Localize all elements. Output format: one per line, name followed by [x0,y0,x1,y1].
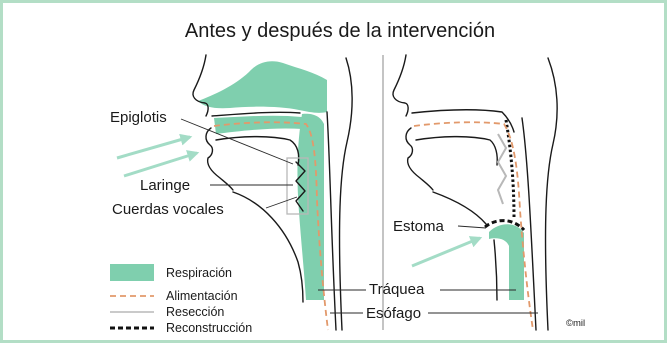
legend-label-feeding: Alimentación [166,289,238,303]
reconstruction-line [504,119,516,219]
head-back-line-after [544,57,558,331]
resection-zone [286,157,309,215]
neck-front-line [232,191,304,303]
airflow-arrow-stoma [411,236,483,268]
palate-line-after [411,109,515,133]
palate-line [211,111,301,117]
airflow-arrow-lower [123,150,200,178]
pharynx-back-line [326,111,337,331]
nasal-cavity-airway [198,61,327,113]
larynx-cartilage [295,161,306,212]
pharynx-back-line-after [521,117,537,331]
stoma-reconstruction [484,219,526,232]
legend: Respiración Alimentación Resección Recon… [110,264,252,335]
resection-line-after [496,133,508,205]
tongue-line-after [415,135,498,166]
food-path-after [413,121,534,331]
legend-label-breathing: Respiración [166,266,232,280]
esophagus-label: Esófago [366,305,421,322]
diagram-title: Antes y después de la intervención [185,20,495,42]
food-path-before [213,121,329,331]
pharynx-trachea-airway [297,113,324,300]
airflow-arrow-upper [116,133,193,160]
after-panel: Estoma ©mil [392,54,585,331]
oral-band-airway [214,115,303,134]
face-profile-line-after [392,54,409,117]
vocal-cords-pointer [265,196,298,209]
before-panel: Epiglotis Laringe Cuerdas vocales [110,54,366,331]
legend-label-resection: Resección [166,305,224,319]
jaw-profile-line-after [405,127,434,191]
tongue-line [215,135,300,166]
stoma-trachea-airway [489,224,524,300]
copyright-label: ©mil [566,318,585,329]
stoma-label: Estoma [393,218,445,235]
stoma-pointer [457,225,487,229]
epiglottis-label: Epiglotis [110,109,167,126]
vocal-cords-label: Cuerdas vocales [112,201,224,218]
jaw-profile-line [205,127,234,191]
stoma-wall-line [493,239,498,301]
larynx-label: Laringe [140,177,190,194]
legend-swatch-breathing [110,264,154,281]
head-back-line [338,57,353,331]
legend-label-reconstruction: Reconstrucción [166,321,252,335]
epiglottis-pointer [180,118,294,165]
trachea-label: Tráquea [369,281,425,298]
face-profile-line [192,54,209,117]
neck-front-line-after [432,191,487,225]
